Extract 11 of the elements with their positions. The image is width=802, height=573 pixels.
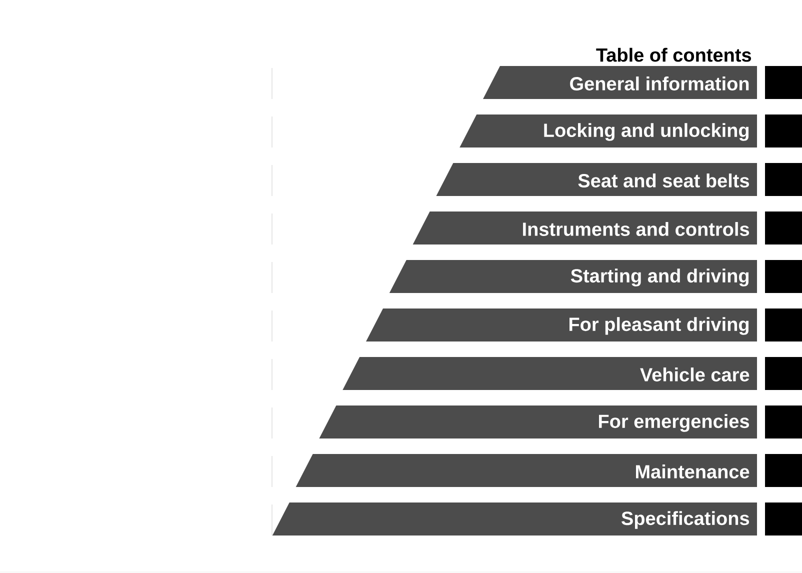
section-tab: Maintenance — [296, 454, 757, 487]
heading: Table of contents — [596, 48, 752, 62]
section-tab: Specifications — [272, 502, 757, 536]
section-tab: Starting and driving — [389, 260, 757, 293]
section-tab: For emergencies — [319, 406, 757, 438]
section-tab: General information — [483, 66, 757, 99]
section-tab: Instruments and controls — [412, 212, 757, 244]
section-tab: For pleasant driving — [366, 308, 757, 342]
section-tab: Vehicle care — [342, 357, 757, 390]
section-tab: Locking and unlocking — [460, 114, 757, 148]
section-tab: Seat and seat belts — [436, 163, 757, 196]
